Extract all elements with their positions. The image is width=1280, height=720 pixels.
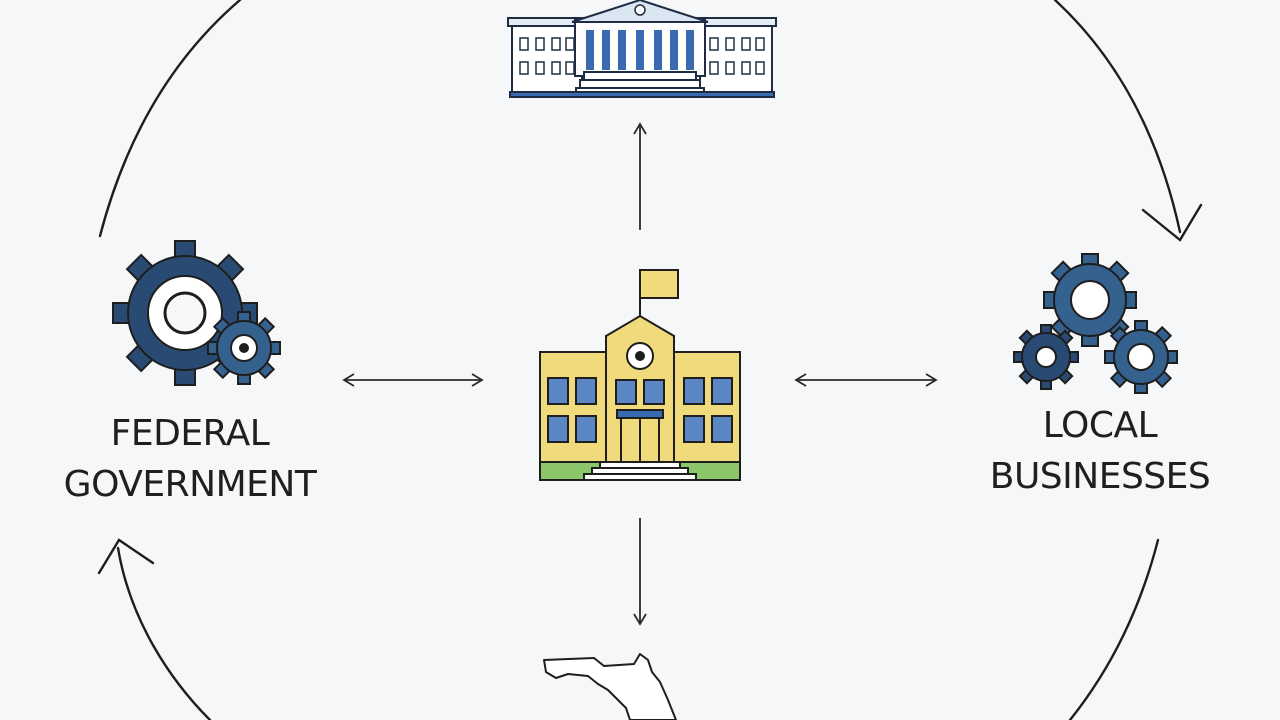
federal-government-label-line-1: FEDERAL xyxy=(110,413,270,454)
local-businesses-label-line-2: BUSINESSES xyxy=(989,456,1211,497)
cycle-arrowhead-right xyxy=(1141,203,1203,242)
cycle-arrowhead-left xyxy=(97,538,155,575)
florida-map-icon xyxy=(543,653,677,720)
cycle-arc-bottom-left xyxy=(116,546,212,720)
school-building-icon xyxy=(539,269,741,481)
cycle-arc-bottom-right xyxy=(1068,538,1160,720)
gears-cluster-icon xyxy=(1013,253,1178,394)
cycle-arcs xyxy=(97,0,1203,720)
local-businesses-label-line-1: LOCAL xyxy=(1042,405,1158,446)
cycle-arc-top-right xyxy=(1053,0,1182,234)
federal-government-label-line-2: GOVERNMENT xyxy=(63,464,317,505)
local-businesses-label: LOCAL BUSINESSES xyxy=(970,400,1230,502)
cycle-arc-top-left xyxy=(98,0,242,238)
federal-government-label: FEDERAL GOVERNMENT xyxy=(40,408,340,510)
gears-icon xyxy=(112,240,281,386)
capitol-building-icon xyxy=(507,0,777,98)
connectors xyxy=(342,122,938,626)
